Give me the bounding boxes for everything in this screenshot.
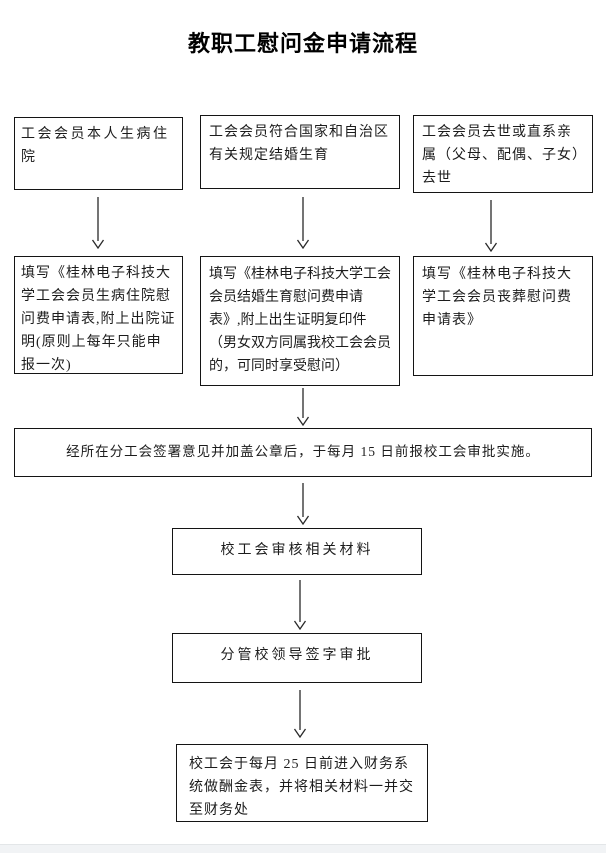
- condition-box-hospitalized-text: 工会会员本人生病住院: [21, 127, 170, 166]
- step-box-finance: 校工会于每月 25 日前进入财务系统做酬金表，并将相关材料一并交至财务处: [176, 744, 428, 822]
- step-box-leader-approval-text: 分管校领导签字审批: [220, 648, 374, 663]
- arrow-to-review-icon: [296, 483, 310, 525]
- step-box-union-review: 校工会审核相关材料: [172, 528, 422, 575]
- condition-box-marriage-birth-text: 工会会员符合国家和自治区有关规定结婚生育: [209, 125, 389, 164]
- condition-box-hospitalized: 工会会员本人生病住院: [14, 117, 183, 190]
- form-box-hospital-application-text: 填写《桂林电子科技大学工会会员生病住院慰问费申请表,附上出院证明(原则上每年只能…: [21, 266, 176, 374]
- form-box-hospital-application: 填写《桂林电子科技大学工会会员生病住院慰问费申请表,附上出院证明(原则上每年只能…: [14, 256, 183, 374]
- arrow-to-approval-icon: [293, 580, 307, 630]
- condition-box-marriage-birth: 工会会员符合国家和自治区有关规定结婚生育: [200, 115, 400, 189]
- condition-box-death-text: 工会会员去世或直系亲属（父母、配偶、子女）去世: [422, 125, 580, 187]
- step-box-branch-union-submit: 经所在分工会签署意见并加盖公章后，于每月 15 日前报校工会审批实施。: [14, 428, 592, 477]
- page-title: 教职工慰问金申请流程: [187, 31, 418, 56]
- condition-box-death: 工会会员去世或直系亲属（父母、配偶、子女）去世: [413, 115, 593, 193]
- step-box-branch-union-submit-text: 经所在分工会签署意见并加盖公章后，于每月 15 日前报校工会审批实施。: [66, 444, 540, 459]
- step-box-union-review-text: 校工会审核相关材料: [220, 543, 374, 558]
- form-box-funeral-application: 填写《桂林电子科技大学工会会员丧葬慰问费申请表》: [413, 256, 593, 376]
- arrow-marriage-down-icon: [296, 197, 310, 249]
- arrow-death-down-icon: [484, 200, 498, 252]
- arrow-hospitalized-down-icon: [91, 197, 105, 249]
- form-box-marriage-application-text: 填写《桂林电子科技大学工会会员结婚生育慰问费申请表》,附上出生证明复印件（男女双…: [209, 267, 391, 375]
- step-box-leader-approval: 分管校领导签字审批: [172, 633, 422, 683]
- form-box-marriage-application: 填写《桂林电子科技大学工会会员结婚生育慰问费申请表》,附上出生证明复印件（男女双…: [200, 256, 400, 386]
- step-box-finance-text: 校工会于每月 25 日前进入财务系统做酬金表，并将相关材料一并交至财务处: [189, 757, 414, 819]
- horizontal-scrollbar[interactable]: [0, 844, 606, 853]
- arrow-to-finance-icon: [293, 690, 307, 738]
- arrow-to-submit-icon: [296, 388, 310, 426]
- form-box-funeral-application-text: 填写《桂林电子科技大学工会会员丧葬慰问费申请表》: [422, 267, 572, 329]
